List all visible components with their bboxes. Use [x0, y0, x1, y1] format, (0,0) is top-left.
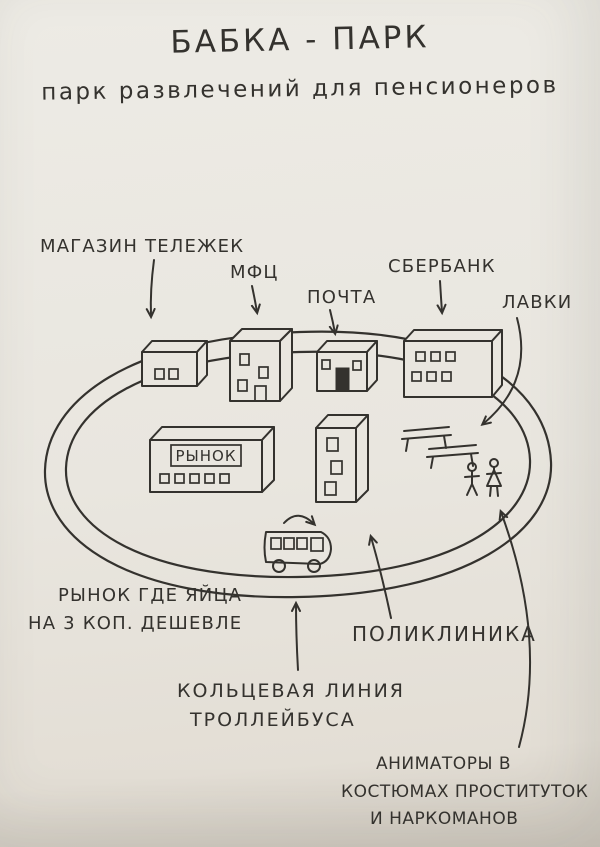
sberbank-window	[415, 351, 426, 362]
market-window	[204, 473, 215, 484]
trolleybus-wheel	[272, 559, 286, 573]
label-ring-line-2: ТРОЛЛЕЙБУСА	[189, 708, 356, 731]
bench-leg	[430, 456, 434, 469]
building-post-office	[316, 340, 378, 392]
sberbank-top	[403, 329, 503, 342]
sberbank-window	[445, 351, 456, 362]
arrow-ring-line	[291, 600, 302, 671]
benches	[401, 426, 479, 469]
market-window	[189, 473, 200, 484]
sberbank-window	[426, 371, 437, 382]
market-window	[174, 473, 185, 484]
label-post-office: ПОЧТА	[307, 287, 376, 308]
bench	[401, 434, 452, 440]
cart-shop-window	[154, 368, 165, 380]
building-mfc	[229, 328, 293, 402]
polyclinic-window	[326, 437, 339, 452]
label-cheap-eggs-line2: НА 3 КОП. ДЕШЕВЛЕ	[28, 613, 242, 634]
figure-head	[489, 458, 499, 468]
trolleybus-pole-arrow	[283, 514, 317, 527]
market-sign-box	[170, 444, 242, 467]
mfc-side	[279, 328, 293, 402]
label-sberbank: СБЕРБАНК	[388, 256, 496, 277]
page-subtitle: парк развлечений для пенсионеров	[41, 72, 559, 105]
trolleybus	[263, 514, 332, 573]
market-top	[149, 426, 275, 441]
polyclinic-side	[355, 414, 369, 503]
trolleybus-window	[283, 537, 295, 550]
label-animators-2: КОСТЮМАХ ПРОСТИТУТОК	[341, 782, 588, 802]
arrow-mfc	[250, 285, 261, 316]
market-window	[219, 473, 230, 484]
figure-arms	[486, 472, 502, 475]
mfc-window	[258, 366, 269, 379]
trolleybus-windshield	[310, 537, 324, 552]
stick-figure-plain	[464, 462, 480, 496]
building-sberbank	[403, 329, 503, 398]
figure-legs	[489, 485, 499, 497]
polyclinic-window	[324, 481, 337, 496]
cart-shop-window	[168, 368, 179, 380]
label-animators-3: И НАРКОМАНОВ	[370, 809, 518, 829]
market-window	[159, 473, 170, 484]
arrow-animators	[498, 508, 532, 748]
trolleybus-window	[296, 537, 308, 550]
post-window	[321, 359, 331, 370]
figure-skirt	[486, 469, 502, 487]
post-window	[352, 360, 362, 371]
arrow-sberbank	[436, 280, 447, 316]
label-cheap-eggs-line1: РЫНОК ГДЕ ЯЙЦА	[58, 584, 242, 606]
bench	[403, 426, 450, 432]
label-mfc: МФЦ	[230, 262, 279, 283]
bench-leg	[443, 435, 447, 449]
mfc-window	[239, 353, 250, 366]
building-polyclinic	[315, 414, 369, 503]
label-polyclinic: ПОЛИКЛИНИКА	[352, 622, 537, 646]
mfc-window	[237, 379, 248, 392]
figure-arms	[464, 475, 480, 478]
arrow-benches	[480, 317, 523, 427]
label-cart-shop: МАГАЗИН ТЕЛЕЖЕК	[40, 236, 244, 257]
bench	[428, 444, 477, 450]
arrow-cart-shop	[145, 259, 156, 320]
arrow-polyclinic	[368, 533, 392, 619]
polyclinic-window	[330, 460, 343, 475]
building-market: РЫНОК	[149, 426, 275, 493]
stick-figures	[464, 458, 502, 497]
trolleybus-window	[270, 537, 282, 550]
label-ring-line-1: КОЛЬЦЕВАЯ ЛИНИЯ	[177, 680, 405, 702]
sberbank-front	[403, 340, 493, 398]
building-cart-shop	[141, 340, 208, 387]
post-door	[335, 367, 350, 392]
label-benches: ЛАВКИ	[502, 292, 572, 313]
market-side	[261, 426, 275, 493]
page-title: БАБКА - ПАРК	[170, 19, 430, 60]
market-sign-label: РЫНОК	[175, 447, 236, 465]
sberbank-window	[430, 351, 441, 362]
trolleybus-wheel	[307, 559, 321, 573]
bench	[426, 452, 479, 458]
sberbank-side	[491, 329, 503, 398]
bench-leg	[470, 453, 474, 467]
sberbank-window	[441, 371, 452, 382]
label-animators-1: АНИМАТОРЫ В	[376, 754, 511, 774]
mfc-door	[254, 385, 267, 402]
stick-figure-skirt	[486, 458, 502, 497]
sberbank-window	[411, 371, 422, 382]
figure-legs	[466, 483, 478, 496]
arrow-post-office	[328, 309, 339, 337]
bench-leg	[405, 438, 409, 452]
